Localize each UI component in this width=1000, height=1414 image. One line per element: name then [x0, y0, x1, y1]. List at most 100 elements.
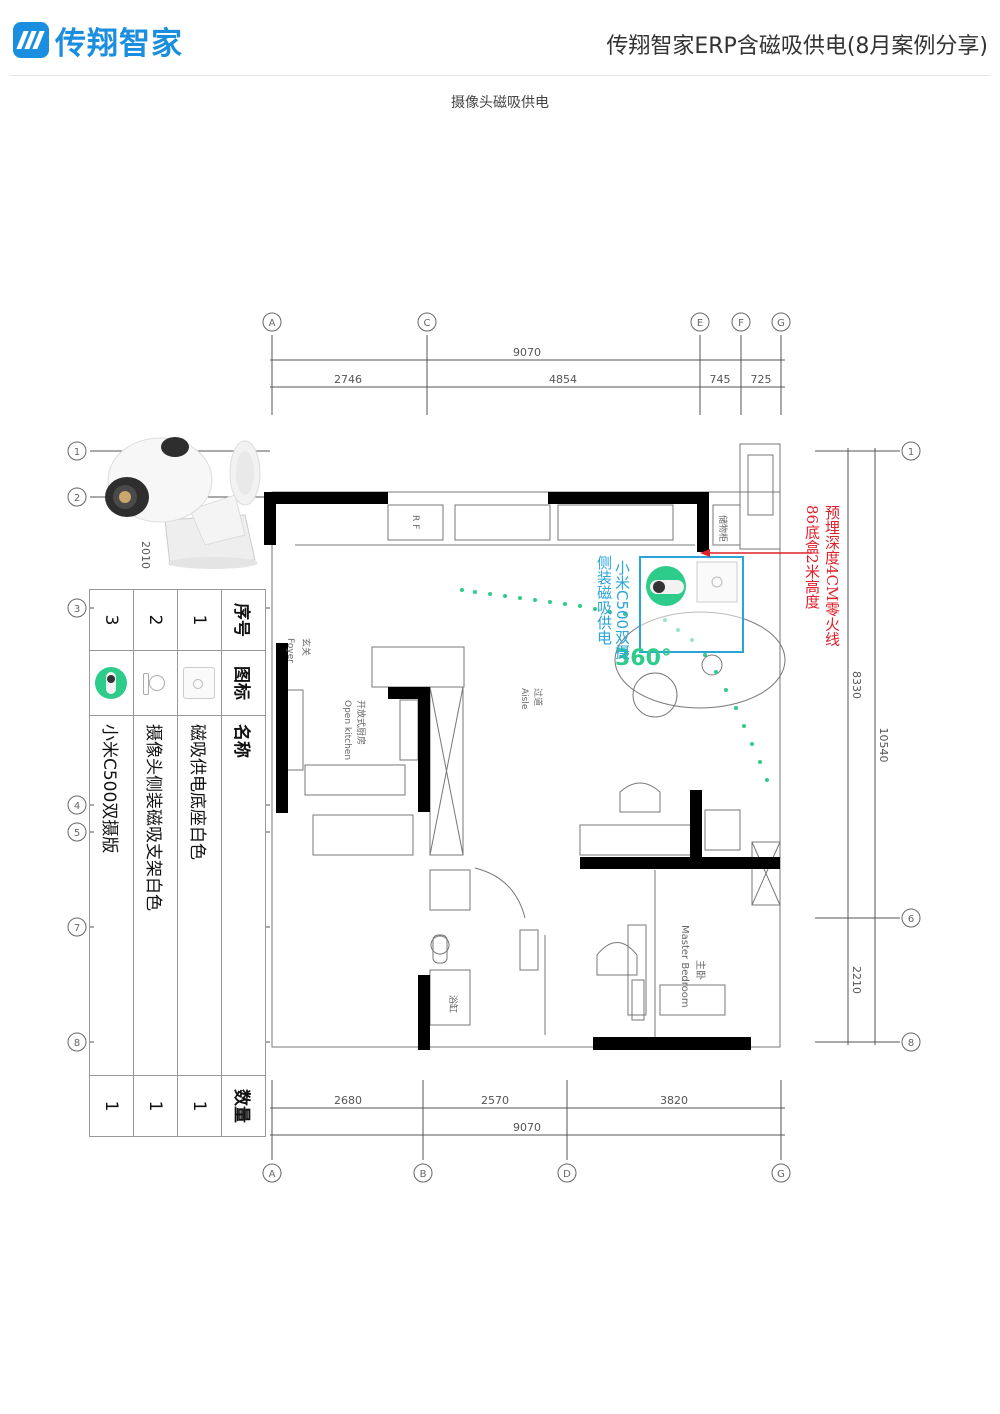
- svg-text:B: B: [420, 1169, 427, 1180]
- legend-row-qty: 1: [177, 1075, 222, 1137]
- svg-text:2: 2: [74, 493, 80, 504]
- room-label-master-cn: 主卧: [694, 960, 707, 980]
- room-label-aisle-cn: 过道: [532, 688, 544, 706]
- magnetic-base-icon: [696, 561, 738, 603]
- axis-marker-right: 8: [901, 1032, 921, 1052]
- camera-label-line2: 侧装磁吸供电: [595, 555, 613, 645]
- axis-marker-left: 3: [67, 598, 87, 618]
- axis-marker-bottom: B: [413, 1163, 433, 1183]
- room-label-bath: 浴缸: [447, 995, 459, 1013]
- legend-row: 3 小米C500双摄版 1: [89, 589, 134, 1137]
- svg-text:D: D: [563, 1169, 571, 1180]
- dim-top-seg: 725: [751, 373, 772, 386]
- side-bracket-icon: [142, 669, 170, 697]
- header-divider: [10, 75, 990, 76]
- camera-icon: [646, 566, 686, 606]
- section-subtitle: 摄像头磁吸供电: [451, 95, 549, 111]
- dim-top-seg: 2746: [334, 373, 362, 386]
- legend-row-index: 3: [89, 589, 134, 651]
- dim-top-seg: 745: [710, 373, 731, 386]
- dim-right-total: 10540: [877, 728, 890, 763]
- room-label-foyer-cn: 玄关: [300, 638, 312, 656]
- wiring-note-line2: 86底盒2米高度: [803, 505, 821, 609]
- axis-marker-top: C: [417, 312, 437, 332]
- legend-row: 1 磁吸供电底座白色 1: [177, 589, 222, 1137]
- svg-text:A: A: [269, 1169, 276, 1180]
- legend-table-panel: 序号 图标 名称 数量 1 磁吸供电底座白色 1 2 摄像头侧装磁吸支架白色 1…: [89, 589, 266, 1137]
- legend-table: 序号 图标 名称 数量 1 磁吸供电底座白色 1 2 摄像头侧装磁吸支架白色 1…: [89, 589, 266, 1137]
- svg-text:8: 8: [74, 1038, 80, 1049]
- axis-marker-left: 7: [67, 917, 87, 937]
- svg-text:8: 8: [908, 1038, 914, 1049]
- axis-marker-bottom: G: [771, 1163, 791, 1183]
- axis-marker-bottom: D: [557, 1163, 577, 1183]
- legend-row-name: 磁吸供电底座白色: [177, 715, 222, 1076]
- svg-text:F: F: [738, 318, 744, 329]
- dim-top-total: 9070: [513, 346, 541, 359]
- svg-text:C: C: [424, 318, 431, 329]
- svg-text:6: 6: [908, 914, 914, 925]
- camera-coverage-path: [460, 588, 769, 782]
- svg-text:1: 1: [908, 447, 914, 458]
- dim-right-main: 8330: [850, 671, 863, 699]
- axis-marker-left: 8: [67, 1032, 87, 1052]
- dim-bottom-seg: 2680: [334, 1094, 362, 1107]
- page-header: 传翔智家 传翔智家ERP含磁吸供电(8月案例分享): [0, 0, 1000, 78]
- svg-text:G: G: [777, 1169, 785, 1180]
- walls: [264, 492, 780, 1050]
- svg-text:4: 4: [74, 801, 80, 812]
- dim-left-small: 2010: [139, 541, 152, 569]
- wiring-note-line1: 预埋深度4CM零火线: [823, 505, 841, 647]
- svg-text:5: 5: [74, 828, 80, 839]
- room-label-aisle: Aisle: [519, 688, 529, 710]
- legend-row-qty: 1: [89, 1075, 134, 1137]
- svg-text:1: 1: [74, 447, 80, 458]
- room-label-master: Master Bedroom: [679, 925, 690, 1008]
- legend-header-qty: 数量: [221, 1075, 266, 1137]
- axis-marker-left: 4: [67, 795, 87, 815]
- brand-logo-text: 传翔智家: [55, 26, 183, 62]
- brand-logo-icon: [13, 22, 49, 58]
- axis-marker-top: E: [690, 312, 710, 332]
- dim-bottom-total: 9070: [513, 1121, 541, 1134]
- legend-header-row: 序号 图标 名称 数量: [221, 589, 266, 1137]
- legend-header-icon: 图标: [221, 650, 266, 716]
- legend-row-index: 1: [177, 589, 222, 651]
- legend-row-index: 2: [133, 589, 178, 651]
- note-arrow-head-icon: [700, 549, 710, 557]
- legend-row-name: 小米C500双摄版: [89, 715, 134, 1076]
- legend-header-name: 名称: [221, 715, 266, 1076]
- dim-right-lower: 2210: [850, 966, 863, 994]
- axis-marker-right: 1: [901, 441, 921, 461]
- room-label-wardrobe: 储物柜: [717, 515, 729, 542]
- room-label-fridge-mark: R F: [410, 515, 420, 529]
- dim-bottom-seg: 2570: [481, 1094, 509, 1107]
- axis-marker-right: 6: [901, 908, 921, 928]
- axis-marker-bottom: A: [262, 1163, 282, 1183]
- svg-text:7: 7: [74, 923, 80, 934]
- room-label-kitchen: Open kitchen: [342, 700, 352, 760]
- axis-marker-left: 2: [67, 487, 87, 507]
- axis-marker-top: G: [771, 312, 791, 332]
- camera-icon: [95, 667, 128, 699]
- svg-text:G: G: [777, 318, 785, 329]
- dim-bottom-seg: 3820: [660, 1094, 688, 1107]
- axis-marker-left: 5: [67, 822, 87, 842]
- camera-label-line1: 小米C500双摄: [613, 560, 631, 660]
- legend-row-qty: 1: [133, 1075, 178, 1137]
- axis-marker-left: 1: [67, 441, 87, 461]
- svg-text:A: A: [269, 318, 276, 329]
- room-label-foyer: Foyer: [285, 638, 295, 663]
- room-label-kitchen-cn: 开放式厨房: [355, 700, 367, 745]
- legend-header-index: 序号: [221, 589, 266, 651]
- legend-row-name: 摄像头侧装磁吸支架白色: [133, 715, 178, 1076]
- svg-text:E: E: [697, 318, 703, 329]
- dim-top-seg: 4854: [549, 373, 577, 386]
- axis-marker-top: A: [262, 312, 282, 332]
- camera-product-image: [105, 437, 261, 569]
- document-title: 传翔智家ERP含磁吸供电(8月案例分享): [606, 34, 988, 59]
- svg-text:3: 3: [74, 604, 80, 615]
- legend-row: 2 摄像头侧装磁吸支架白色 1: [133, 589, 178, 1137]
- camera-angle-label: 360°: [615, 646, 672, 671]
